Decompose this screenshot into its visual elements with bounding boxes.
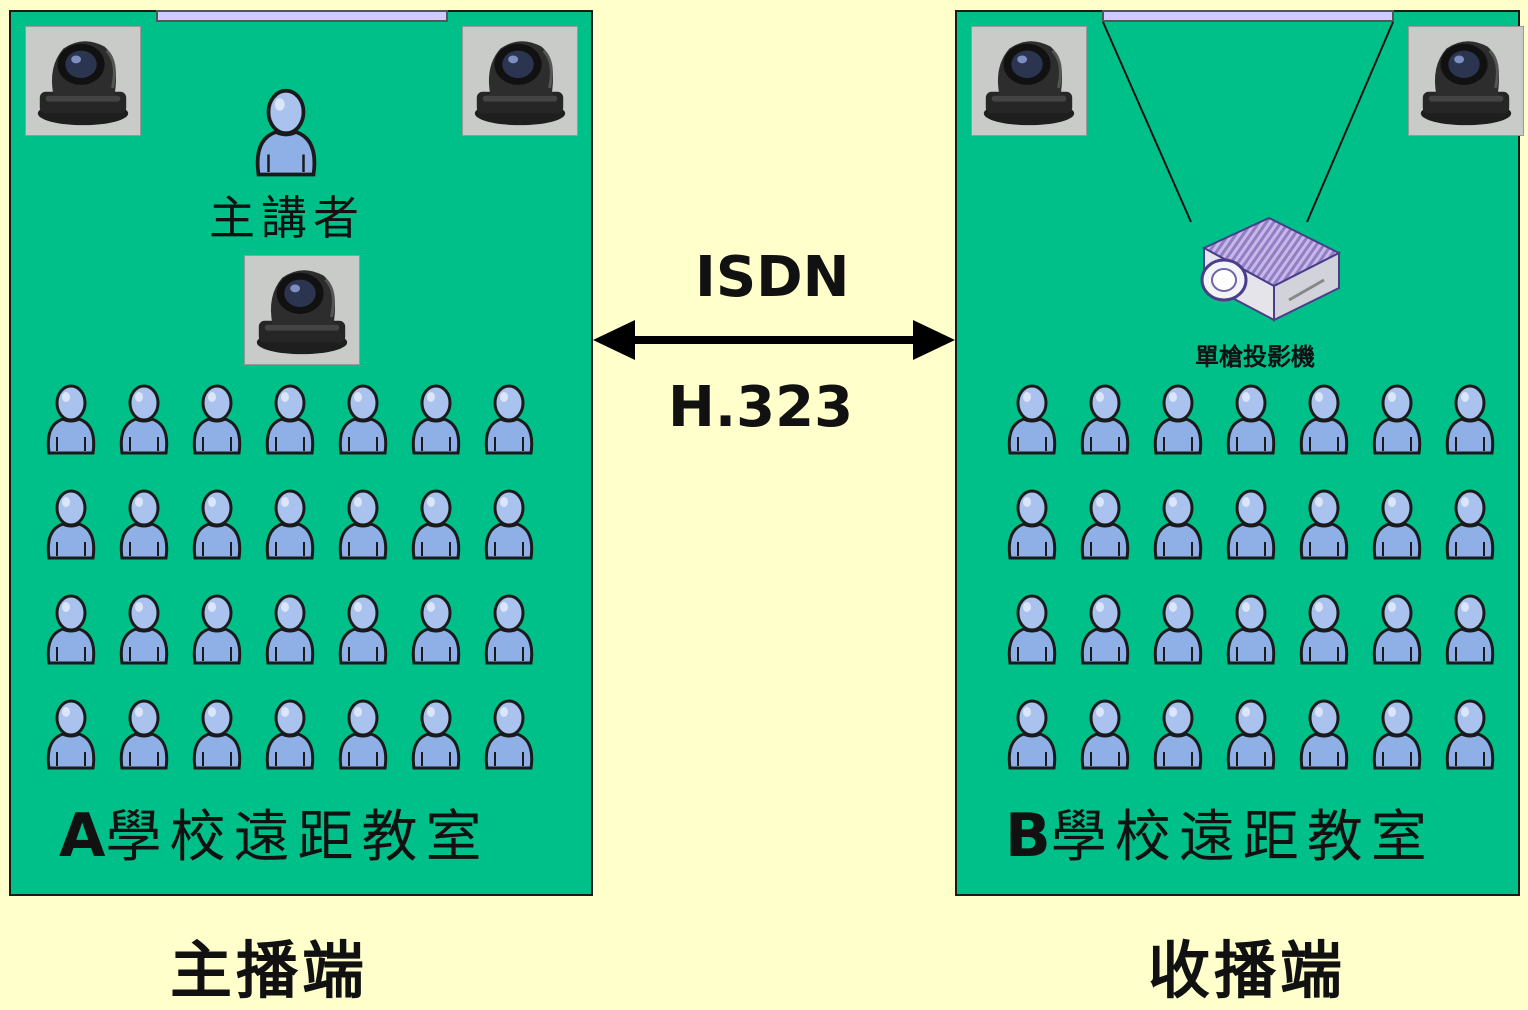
student-person-icon: [338, 594, 388, 665]
student-person-icon: [192, 384, 242, 455]
student-person-icon: [1007, 489, 1057, 560]
student-person-icon: [411, 594, 461, 665]
ptz-camera-icon: [971, 26, 1087, 136]
student-person-icon: [119, 384, 169, 455]
student-person-icon: [1007, 594, 1057, 665]
ptz-camera-icon: [25, 26, 141, 136]
student-person-icon: [411, 699, 461, 770]
student-person-icon: [338, 489, 388, 560]
student-person-icon: [1153, 699, 1203, 770]
student-person-icon: [119, 699, 169, 770]
student-person-icon: [1372, 594, 1422, 665]
student-person-icon: [411, 489, 461, 560]
student-person-icon: [1226, 384, 1276, 455]
student-person-icon: [46, 384, 96, 455]
student-person-icon: [1080, 594, 1130, 665]
student-person-icon: [119, 594, 169, 665]
projection-beam: [1102, 21, 1394, 223]
student-person-icon: [1226, 594, 1276, 665]
student-person-icon: [119, 489, 169, 560]
room-b-title: B學校遠距教室: [1005, 792, 1435, 873]
student-person-icon: [46, 594, 96, 665]
student-person-icon: [1372, 384, 1422, 455]
student-person-icon: [1445, 384, 1495, 455]
student-person-icon: [265, 594, 315, 665]
student-person-icon: [265, 699, 315, 770]
student-person-icon: [1080, 489, 1130, 560]
ptz-camera-icon: [1408, 26, 1524, 136]
room-a-title-text: 學校遠距教室: [105, 805, 490, 870]
student-person-icon: [1080, 384, 1130, 455]
ptz-camera-icon: [462, 26, 578, 136]
ptz-camera-icon: [244, 255, 360, 365]
room-b-title-text: 學校遠距教室: [1050, 805, 1435, 870]
room-b-letter: B: [1005, 801, 1051, 871]
student-person-icon: [192, 699, 242, 770]
student-person-icon: [1372, 489, 1422, 560]
student-person-icon: [192, 594, 242, 665]
projection-screen: [156, 10, 448, 22]
student-person-icon: [265, 384, 315, 455]
room-a-title: A學校遠距教室: [59, 792, 489, 873]
room-a-letter: A: [59, 801, 106, 871]
student-person-icon: [46, 699, 96, 770]
student-person-icon: [1445, 489, 1495, 560]
student-person-icon: [484, 489, 534, 560]
student-person-icon: [338, 384, 388, 455]
presenter-person-icon: [255, 88, 317, 177]
student-person-icon: [46, 489, 96, 560]
h323-label: H.323: [668, 375, 854, 440]
student-person-icon: [1007, 699, 1057, 770]
student-person-icon: [192, 489, 242, 560]
student-person-icon: [484, 594, 534, 665]
student-person-icon: [1299, 699, 1349, 770]
student-person-icon: [1080, 699, 1130, 770]
student-person-icon: [1372, 699, 1422, 770]
student-person-icon: [265, 489, 315, 560]
student-person-icon: [1153, 384, 1203, 455]
broadcast-end-label: 主播端: [170, 934, 369, 1007]
presenter-label: 主講者: [209, 191, 365, 245]
student-person-icon: [1153, 594, 1203, 665]
projector-label: 單槍投影機: [1195, 343, 1315, 371]
student-person-icon: [1445, 594, 1495, 665]
student-person-icon: [1445, 699, 1495, 770]
student-person-icon: [338, 699, 388, 770]
student-person-icon: [484, 384, 534, 455]
student-person-icon: [1226, 489, 1276, 560]
student-person-icon: [1153, 489, 1203, 560]
student-person-icon: [411, 384, 461, 455]
student-person-icon: [1299, 384, 1349, 455]
student-person-icon: [1226, 699, 1276, 770]
isdn-label: ISDN: [695, 245, 850, 310]
projector-icon: [1200, 216, 1342, 322]
projection-screen: [1102, 10, 1394, 22]
student-person-icon: [1007, 384, 1057, 455]
student-person-icon: [1299, 489, 1349, 560]
room-b-classroom: 單槍投影機 B學校遠距教室: [955, 10, 1524, 896]
room-a-classroom: 主講者 A學校遠距教室: [9, 10, 593, 896]
student-person-icon: [484, 699, 534, 770]
student-person-icon: [1299, 594, 1349, 665]
bidirectional-arrow-icon: [593, 320, 955, 360]
receiving-end-label: 收播端: [1148, 934, 1347, 1007]
